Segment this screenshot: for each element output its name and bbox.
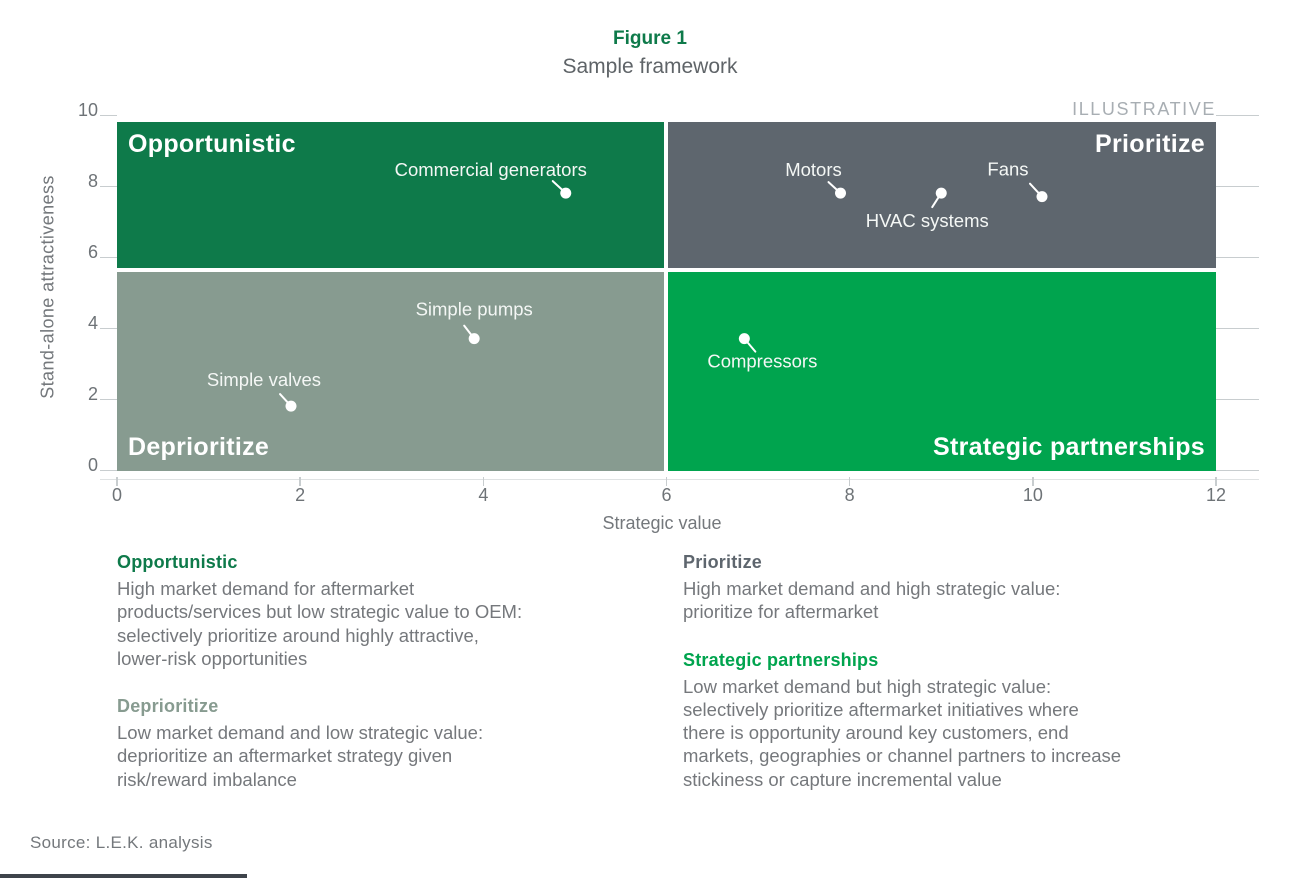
y-tick-mark-right [1216,256,1259,258]
illustrative-annotation: ILLUSTRATIVE [1072,99,1216,119]
x-axis-baseline [100,479,1259,480]
y-tick-mark-left [100,256,117,258]
legend-heading: Opportunistic [117,552,238,572]
quadrant-bottom-right: Strategic partnerships [668,272,1216,471]
quadrant-label: Prioritize [1095,130,1205,158]
quadrant-top-right: Prioritize [668,122,1216,268]
quadrant-bottom-left: Deprioritize [117,272,664,471]
y-tick-mark-right [1216,327,1259,329]
x-tick-mark [116,477,118,486]
title-block: Figure 1 Sample framework [0,27,1300,80]
y-tick-mark-right [1216,185,1259,187]
y-tick-label: 2 [87,384,98,404]
y-tick-mark-right [1216,398,1259,400]
x-tick-mark [299,477,301,486]
quadrant-label: Strategic partnerships [933,433,1205,461]
legend-body-text: Low market demand and low strategic valu… [117,722,484,790]
y-tick-label: 6 [87,242,98,262]
x-tick-label: 10 [1022,485,1043,505]
y-tick-label: 0 [87,455,98,475]
y-tick-mark-right [1216,114,1259,116]
quadrant-label: Deprioritize [128,433,270,461]
y-tick-label: 8 [87,171,98,191]
x-tick-mark [1215,477,1217,486]
y-tick-mark-left [100,469,117,471]
x-tick-label: 8 [844,485,855,505]
x-axis-title: Strategic value [602,513,722,533]
x-tick-mark [665,477,668,486]
y-tick-label: 10 [77,100,98,120]
x-tick-label: 4 [478,485,489,505]
figure-title: Figure 1 [613,28,687,49]
bottom-edge-bar [0,874,247,878]
legend-body-text: High market demand and high strategic va… [683,578,1061,623]
legend-body-text: Low market demand but high strategic val… [683,675,1122,790]
legend-body-text: High market demand for aftermarket produ… [117,578,523,669]
legend-heading: Prioritize [683,552,763,572]
figure-subtitle: Sample framework [562,55,738,78]
x-tick-label: 6 [661,485,672,505]
x-tick-mark [482,477,485,486]
x-tick-mark [1032,477,1034,486]
x-tick-mark [848,477,851,486]
y-tick-mark-left [100,327,117,329]
legend-heading: Deprioritize [117,696,219,717]
source-note: Source: L.E.K. analysis [30,833,213,852]
y-tick-mark-right [1216,469,1259,471]
x-tick-label: 12 [1205,485,1226,505]
y-tick-mark-left [100,114,117,116]
quadrant-label: Opportunistic [128,130,296,158]
quadrant-top-left: Opportunistic [117,122,664,268]
x-tick-label: 2 [295,485,306,505]
y-tick-label: 4 [87,313,98,333]
y-tick-mark-left [100,185,117,187]
x-tick-label: 0 [111,485,122,505]
y-tick-mark-left [100,398,117,400]
legend-heading: Strategic partnerships [683,649,879,670]
